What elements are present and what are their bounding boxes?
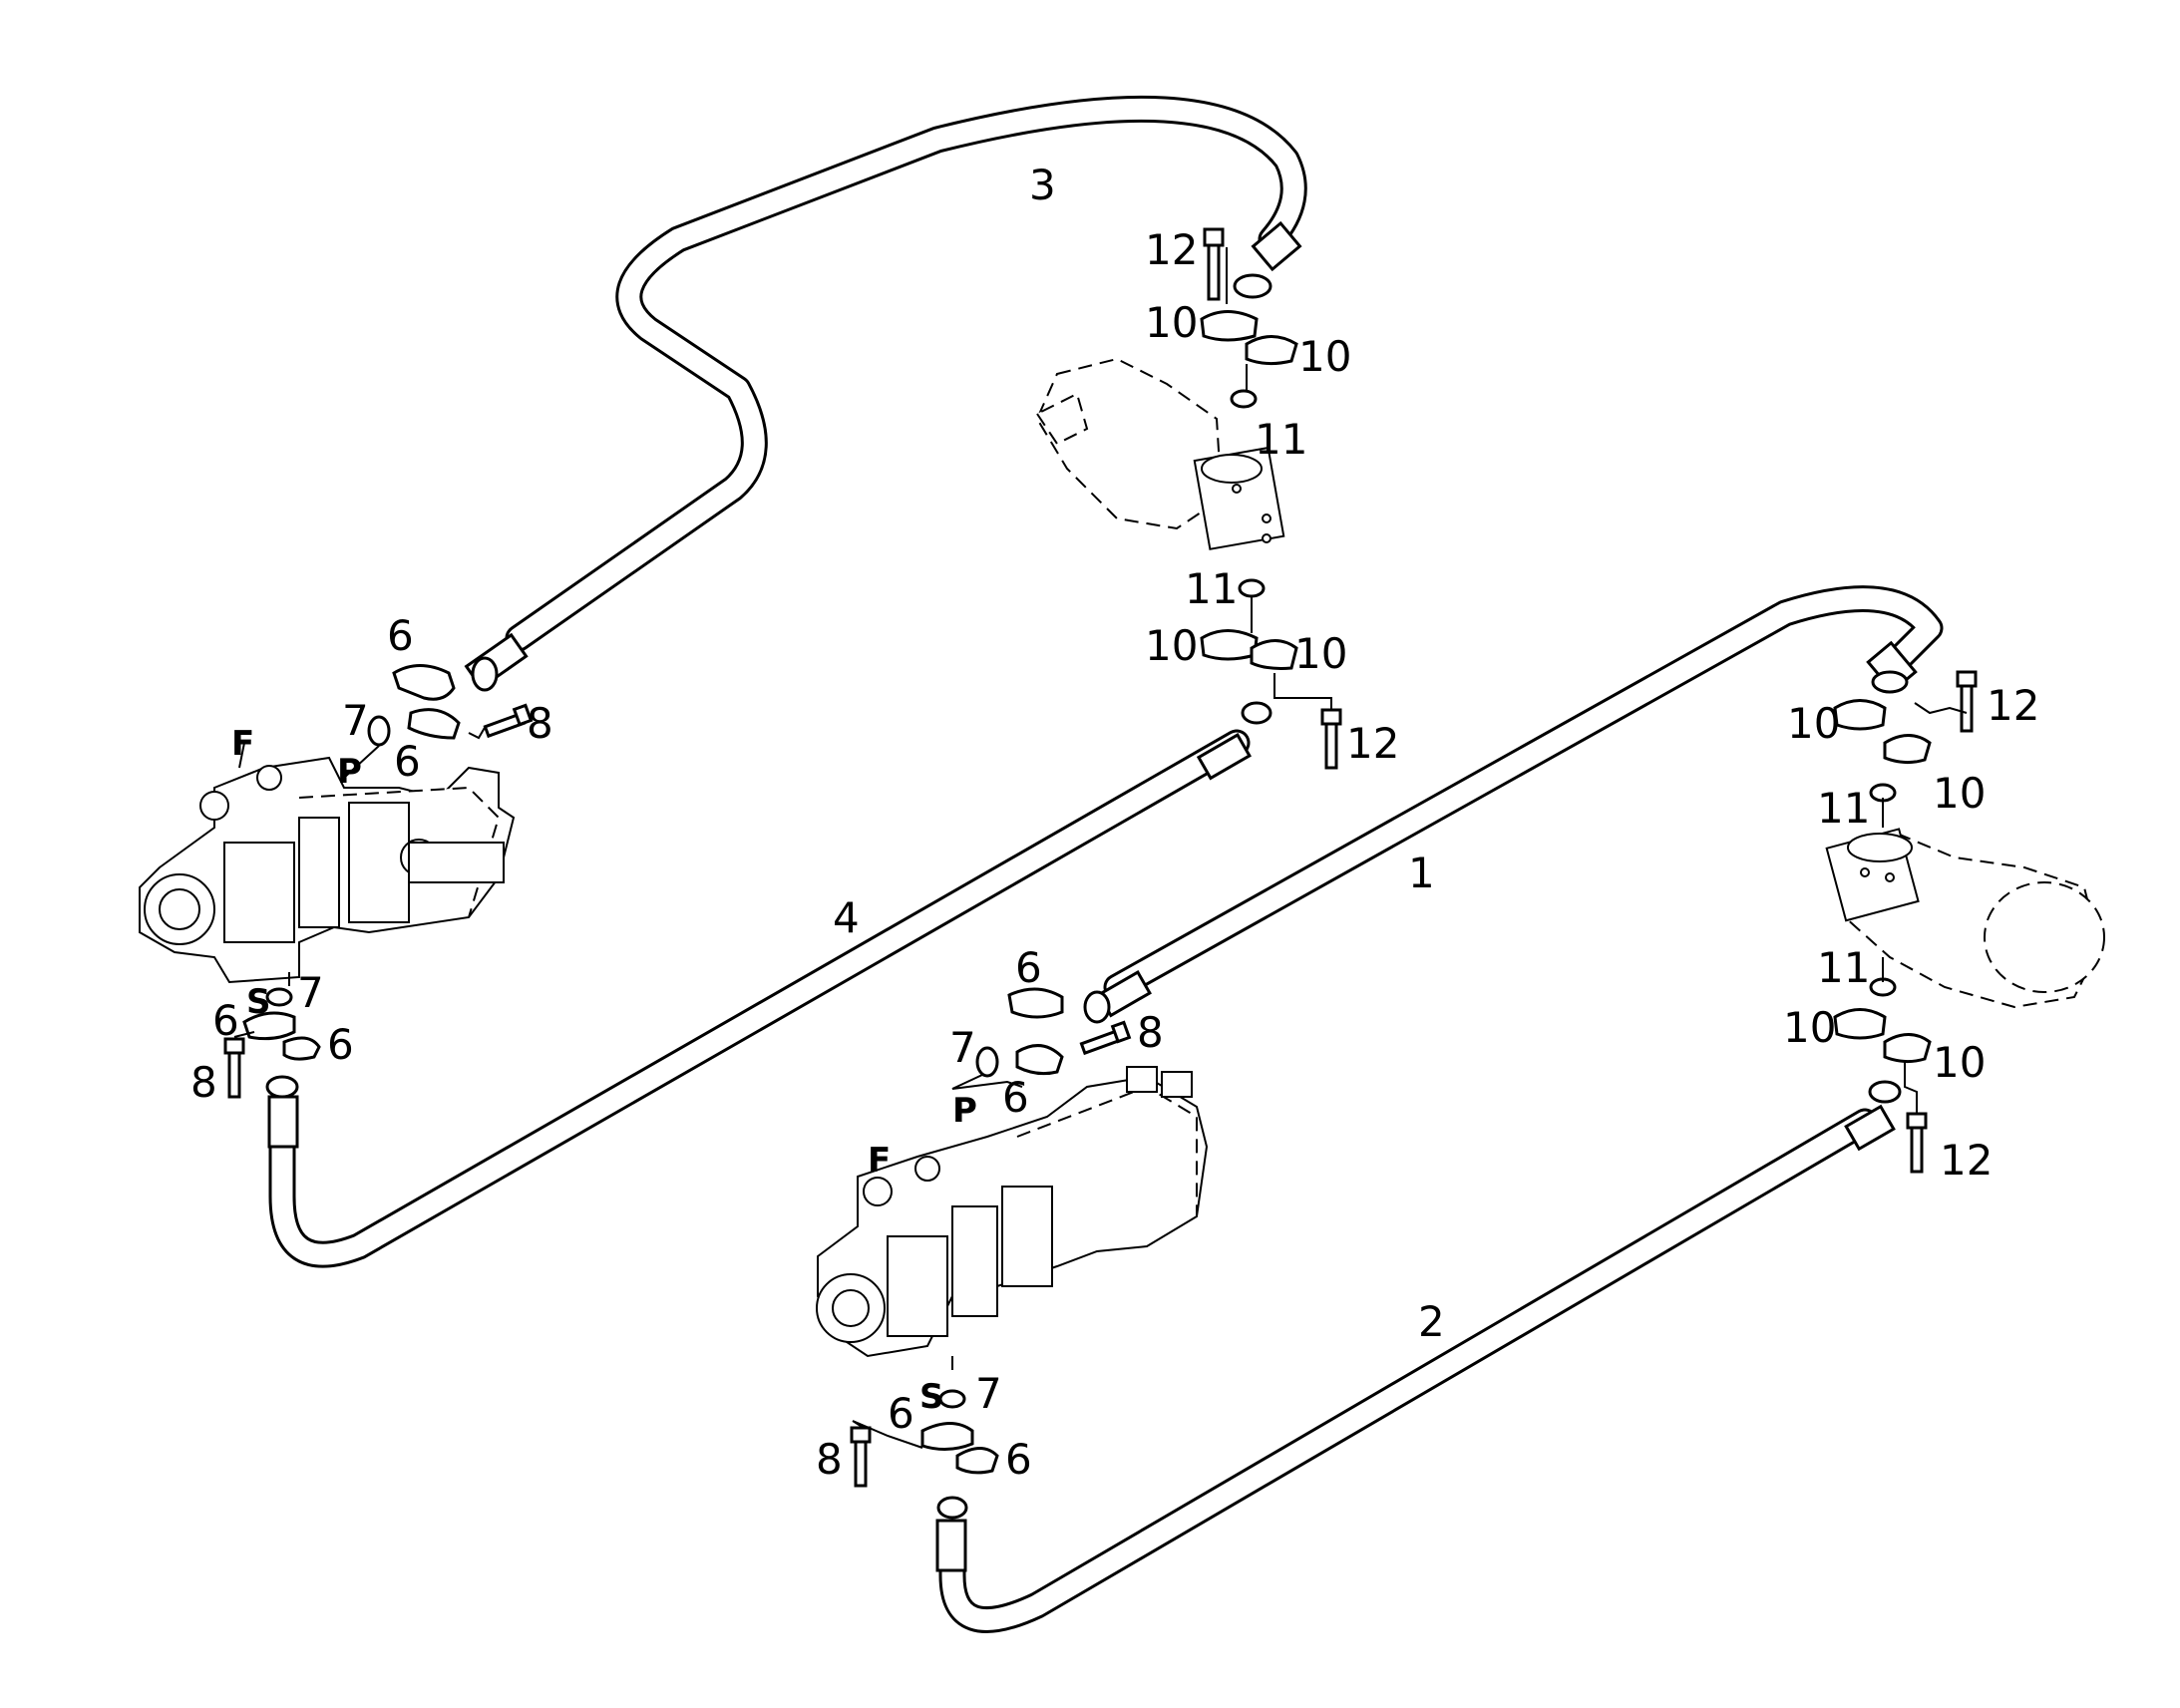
- label-bolt-12-top-b: 12: [1346, 719, 1399, 768]
- label-flange-10-top-b: 10: [1298, 332, 1351, 381]
- label-flange-6-center-d: 6: [1005, 1435, 1032, 1484]
- hose-1: [1103, 585, 1944, 1001]
- port-label-p-center: P: [952, 1091, 977, 1131]
- label-o-ring-7-center-a: 7: [949, 1023, 976, 1072]
- label-bolt-8-center-a: 8: [1137, 1008, 1164, 1057]
- label-o-ring-11-top-a: 11: [1255, 415, 1307, 464]
- bolt-parts: [223, 227, 1978, 1488]
- hose-1-end-fitting: [1083, 640, 1918, 1024]
- o-ring-parts: [265, 389, 1897, 1409]
- label-o-ring-7-left-a: 7: [342, 696, 369, 745]
- label-hose-2: 2: [1418, 1297, 1445, 1346]
- hose-3: [505, 95, 1307, 652]
- label-flange-6-left-a: 6: [387, 611, 414, 660]
- port-label-f-center: F: [868, 1141, 891, 1181]
- label-flange-6-left-d: 6: [327, 1020, 354, 1069]
- label-flange-10-right-b: 10: [1933, 769, 1986, 818]
- hose-3-end-fitting: [464, 632, 529, 692]
- hose-2-end-fitting: [935, 1080, 1902, 1572]
- label-flange-10-top-a: 10: [1145, 298, 1198, 347]
- label-flange-6-left-c: 6: [212, 996, 239, 1045]
- label-flange-10-top-c: 10: [1145, 621, 1198, 670]
- label-bolt-8-left-a: 8: [527, 699, 553, 748]
- label-hose-3: 3: [1029, 161, 1056, 209]
- label-flange-10-right-c: 10: [1783, 1003, 1836, 1052]
- label-flange-10-right-d: 10: [1933, 1038, 1986, 1087]
- label-flange-6-center-b: 6: [1002, 1073, 1029, 1122]
- label-o-ring-7-left-b: 7: [297, 968, 324, 1017]
- label-flange-6-center-a: 6: [1015, 943, 1042, 992]
- pump-assembly-left: [139, 742, 516, 992]
- label-bolt-8-center-b: 8: [816, 1435, 843, 1484]
- leader-lines: [233, 247, 1968, 1449]
- label-hose-4: 4: [833, 893, 860, 942]
- label-bolt-12-right-a: 12: [1987, 681, 2039, 730]
- label-bolt-12-right-b: 12: [1940, 1136, 1993, 1185]
- label-bolt-8-left-b: 8: [190, 1058, 217, 1107]
- pump-assembly-center: [816, 1066, 1209, 1376]
- hose-4-end-fitting: [265, 701, 1272, 1149]
- hose-3-elbow-fitting: [1233, 220, 1302, 299]
- label-flange-6-left-b: 6: [394, 737, 421, 786]
- hose-4: [268, 729, 1251, 1268]
- label-flange-6-center-c: 6: [888, 1389, 914, 1438]
- label-flange-10-right-a: 10: [1787, 699, 1840, 748]
- label-o-ring-11-right-a: 11: [1817, 784, 1870, 833]
- label-flange-10-top-d: 10: [1294, 629, 1347, 678]
- label-o-ring-11-top-b: 11: [1185, 564, 1238, 613]
- label-o-ring-7-center-b: 7: [975, 1369, 1002, 1418]
- rotary-motor-top: [1035, 357, 1285, 550]
- label-o-ring-11-right-b: 11: [1817, 943, 1870, 992]
- label-hose-1: 1: [1408, 849, 1435, 897]
- label-bolt-12-top: 12: [1145, 225, 1198, 274]
- port-label-f-left: F: [231, 724, 254, 764]
- hose-2: [938, 1108, 1879, 1633]
- flange-half-parts: [242, 310, 1932, 1475]
- rotary-motor-right: [1825, 828, 2105, 1009]
